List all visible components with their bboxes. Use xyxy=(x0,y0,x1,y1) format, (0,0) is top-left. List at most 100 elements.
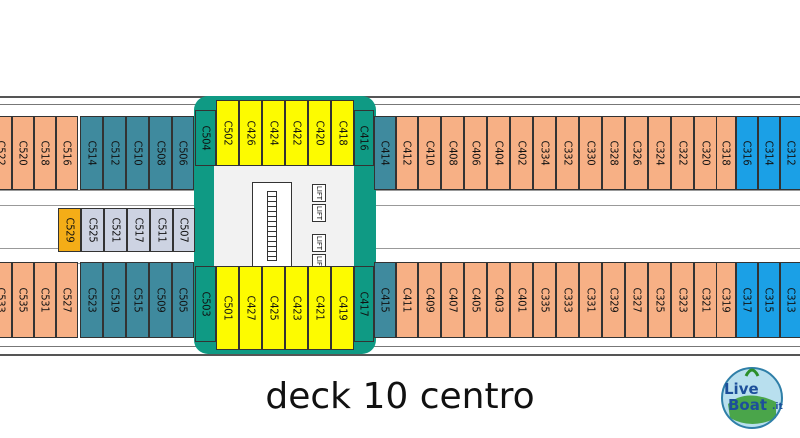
cabin-label: C523 xyxy=(85,287,98,313)
staircase-center xyxy=(267,191,277,261)
lift-3: LIFT xyxy=(312,234,326,252)
cabin-c402: C402 xyxy=(510,116,533,190)
cabin-label: C535 xyxy=(16,287,30,313)
cabin-c426: C426 xyxy=(239,100,262,166)
cabin-label: C512 xyxy=(108,140,121,166)
cabin-label: C419 xyxy=(336,295,349,321)
cabin-c409: C409 xyxy=(418,262,441,338)
cabin-label: C424 xyxy=(267,120,280,146)
cabin-label: C515 xyxy=(131,287,144,313)
cabin-label: C410 xyxy=(423,140,436,166)
cabin-c401: C401 xyxy=(510,262,533,338)
hull-lower-edge xyxy=(0,346,800,347)
cabin-c312: C312 xyxy=(780,116,800,190)
cabin-c405: C405 xyxy=(464,262,487,338)
cabin-label: C321 xyxy=(699,287,712,313)
cabin-label: C412 xyxy=(400,140,414,166)
lift-2: LIFT xyxy=(312,204,326,222)
cabin-label: C529 xyxy=(63,217,76,243)
cabin-label: C417 xyxy=(357,291,371,317)
cabin-label: C522 xyxy=(0,140,8,166)
cabin-label: C315 xyxy=(762,287,776,313)
cabin-c502: C502 xyxy=(216,100,239,166)
cabin-c425: C425 xyxy=(262,266,285,350)
cabin-label: C406 xyxy=(469,140,482,166)
cabin-c323: C323 xyxy=(671,262,694,338)
cabin-c522: C522 xyxy=(0,116,12,190)
cabin-c414: C414 xyxy=(374,116,396,190)
cabin-c317: C317 xyxy=(736,262,758,338)
cabin-label: C330 xyxy=(584,140,597,166)
cabin-label: C511 xyxy=(155,217,168,243)
cabin-c525: C525 xyxy=(81,208,104,252)
cabin-label: C316 xyxy=(740,140,754,166)
cabin-c421: C421 xyxy=(308,266,331,350)
lift-1: LIFT xyxy=(312,184,326,202)
cabin-c533: C533 xyxy=(0,262,12,338)
cabin-c330: C330 xyxy=(579,116,602,190)
cabin-c519: C519 xyxy=(103,262,126,338)
cabin-label: C328 xyxy=(607,140,620,166)
cabin-label: C327 xyxy=(630,287,643,313)
cabin-c407: C407 xyxy=(441,262,464,338)
cabin-label: C409 xyxy=(423,287,436,313)
cabin-c423: C423 xyxy=(285,266,308,350)
cabin-label: C502 xyxy=(221,120,234,146)
cabin-label: C421 xyxy=(313,295,326,321)
cabin-label: C312 xyxy=(784,140,798,166)
cabin-c329: C329 xyxy=(602,262,625,338)
cabin-c319: C319 xyxy=(716,262,736,338)
cabin-c416: C416 xyxy=(354,110,374,166)
cabin-c511: C511 xyxy=(150,208,173,252)
staircase xyxy=(252,182,292,270)
cabin-c510: C510 xyxy=(126,116,149,190)
logo-text-suffix: .it xyxy=(772,402,783,412)
cabin-label: C313 xyxy=(784,287,798,313)
cabin-label: C505 xyxy=(176,287,190,313)
cabin-c404: C404 xyxy=(487,116,510,190)
cabin-label: C411 xyxy=(400,287,414,313)
cabin-c531: C531 xyxy=(34,262,56,338)
cabin-c410: C410 xyxy=(418,116,441,190)
cabin-c415: C415 xyxy=(374,262,396,338)
cabin-label: C418 xyxy=(336,120,349,146)
cabin-c506: C506 xyxy=(172,116,194,190)
logo-text-live: Live xyxy=(724,380,759,398)
cabin-label: C405 xyxy=(469,287,482,313)
cabin-c512: C512 xyxy=(103,116,126,190)
cabin-label: C420 xyxy=(313,120,326,146)
cabin-c316: C316 xyxy=(736,116,758,190)
cabin-label: C401 xyxy=(515,287,528,313)
cabin-c508: C508 xyxy=(149,116,172,190)
cabin-c318: C318 xyxy=(716,116,736,190)
cabin-label: C414 xyxy=(378,140,392,166)
cabin-label: C402 xyxy=(515,140,528,166)
cabin-label: C519 xyxy=(108,287,121,313)
cabin-c521: C521 xyxy=(104,208,127,252)
cabin-label: C324 xyxy=(653,140,666,166)
cabin-c523: C523 xyxy=(80,262,103,338)
cabin-c321: C321 xyxy=(694,262,717,338)
cabin-label: C521 xyxy=(109,217,122,243)
cabin-c335: C335 xyxy=(533,262,556,338)
cabin-label: C422 xyxy=(290,120,303,146)
cabin-c417: C417 xyxy=(354,266,374,342)
cabin-label: C501 xyxy=(221,295,234,321)
cabin-label: C527 xyxy=(60,287,74,313)
cabin-label: C427 xyxy=(244,295,257,321)
cabin-c535: C535 xyxy=(12,262,34,338)
cabin-c418: C418 xyxy=(331,100,354,166)
cabin-c518: C518 xyxy=(34,116,56,190)
hull-upper-edge-2 xyxy=(0,104,800,105)
cabin-label: C416 xyxy=(357,125,371,151)
cabin-label: C415 xyxy=(378,287,392,313)
cabin-label: C333 xyxy=(561,287,574,313)
cabin-label: C403 xyxy=(492,287,505,313)
cabin-c527: C527 xyxy=(56,262,78,338)
cabin-label: C317 xyxy=(740,287,754,313)
cabin-c326: C326 xyxy=(625,116,648,190)
liveboat-logo: Live Boat .it xyxy=(716,358,796,434)
cabin-c314: C314 xyxy=(758,116,780,190)
cabin-label: C319 xyxy=(719,287,733,313)
